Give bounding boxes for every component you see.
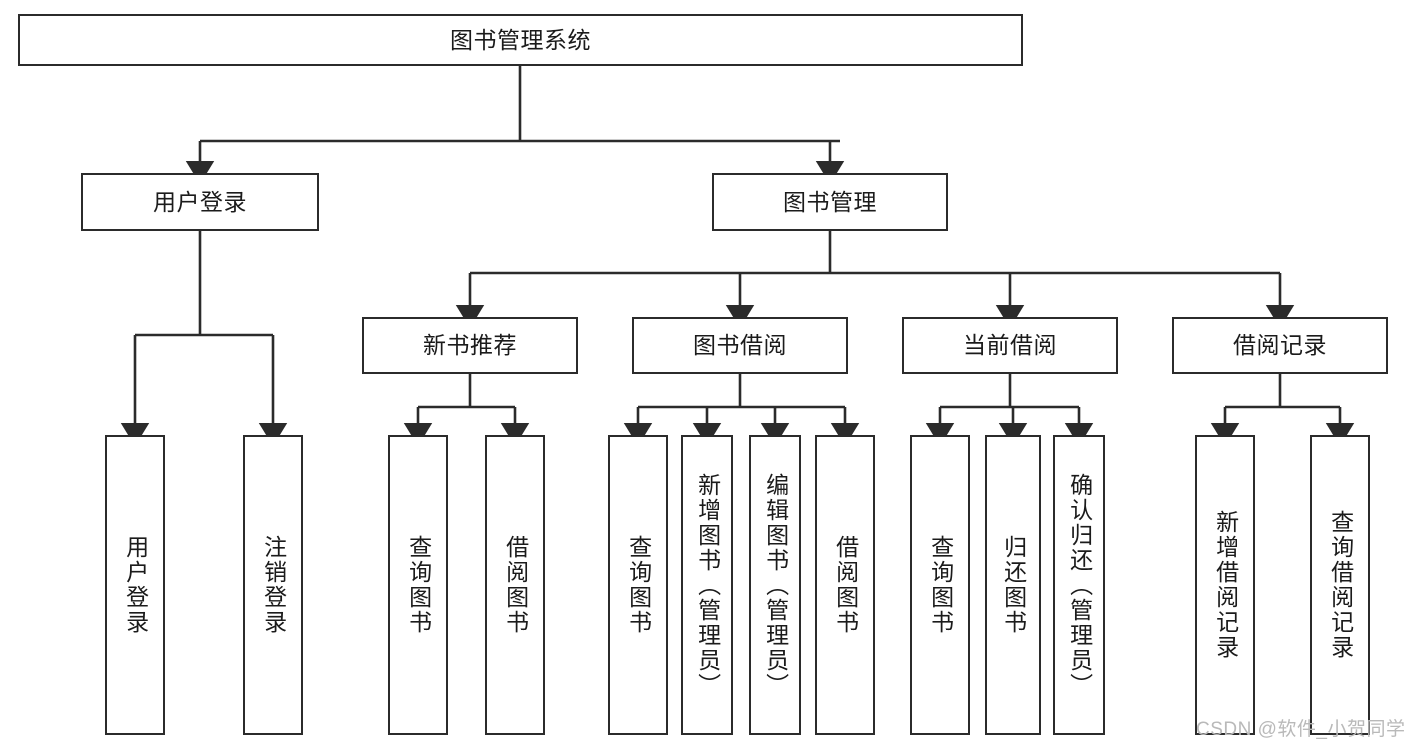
node-label: 新增图书（管理员） xyxy=(694,472,721,698)
node-label: 新增借阅记录 xyxy=(1212,510,1239,660)
node-label: 借阅图书 xyxy=(502,535,529,635)
node-leaf-confirm-return-admin[interactable]: 确认归还（管理员） xyxy=(1053,435,1105,735)
node-label: 图书管理系统 xyxy=(450,26,591,53)
node-leaf-query-borrow-record[interactable]: 查询借阅记录 xyxy=(1310,435,1370,735)
node-label: 查询借阅记录 xyxy=(1327,510,1354,660)
node-label: 查询图书 xyxy=(625,535,652,635)
node-borrow-record[interactable]: 借阅记录 xyxy=(1172,317,1388,374)
csdn-watermark: CSDN @软件_小贺同学 xyxy=(1196,719,1405,740)
node-label: 借阅记录 xyxy=(1233,332,1327,359)
node-leaf-borrow-book-1[interactable]: 借阅图书 xyxy=(485,435,545,735)
node-label: 查询图书 xyxy=(405,535,432,635)
node-label: 查询图书 xyxy=(927,535,954,635)
node-leaf-edit-book-admin[interactable]: 编辑图书（管理员） xyxy=(749,435,801,735)
node-label: 用户登录 xyxy=(122,535,149,635)
node-current-borrow[interactable]: 当前借阅 xyxy=(902,317,1118,374)
node-book-manage[interactable]: 图书管理 xyxy=(712,173,948,231)
node-label: 图书管理 xyxy=(783,188,877,215)
node-label: 编辑图书（管理员） xyxy=(762,472,789,698)
node-leaf-add-book-admin[interactable]: 新增图书（管理员） xyxy=(681,435,733,735)
node-label: 借阅图书 xyxy=(832,535,859,635)
node-leaf-query-book-2[interactable]: 查询图书 xyxy=(608,435,668,735)
node-book-borrow[interactable]: 图书借阅 xyxy=(632,317,848,374)
node-new-book-recommend[interactable]: 新书推荐 xyxy=(362,317,578,374)
node-label: 用户登录 xyxy=(153,188,247,215)
node-label: 新书推荐 xyxy=(423,332,517,359)
node-leaf-borrow-book-2[interactable]: 借阅图书 xyxy=(815,435,875,735)
node-leaf-query-book-1[interactable]: 查询图书 xyxy=(388,435,448,735)
node-root-system[interactable]: 图书管理系统 xyxy=(18,14,1023,66)
node-leaf-return-book[interactable]: 归还图书 xyxy=(985,435,1041,735)
node-leaf-user-logout[interactable]: 注销登录 xyxy=(243,435,303,735)
node-user-login[interactable]: 用户登录 xyxy=(81,173,319,231)
node-leaf-user-login[interactable]: 用户登录 xyxy=(105,435,165,735)
node-leaf-add-borrow-record[interactable]: 新增借阅记录 xyxy=(1195,435,1255,735)
node-label: 确认归还（管理员） xyxy=(1066,472,1093,698)
node-leaf-query-book-3[interactable]: 查询图书 xyxy=(910,435,970,735)
node-label: 图书借阅 xyxy=(693,332,787,359)
node-label: 归还图书 xyxy=(1000,535,1027,635)
node-label: 注销登录 xyxy=(260,535,287,635)
node-label: 当前借阅 xyxy=(963,332,1057,359)
